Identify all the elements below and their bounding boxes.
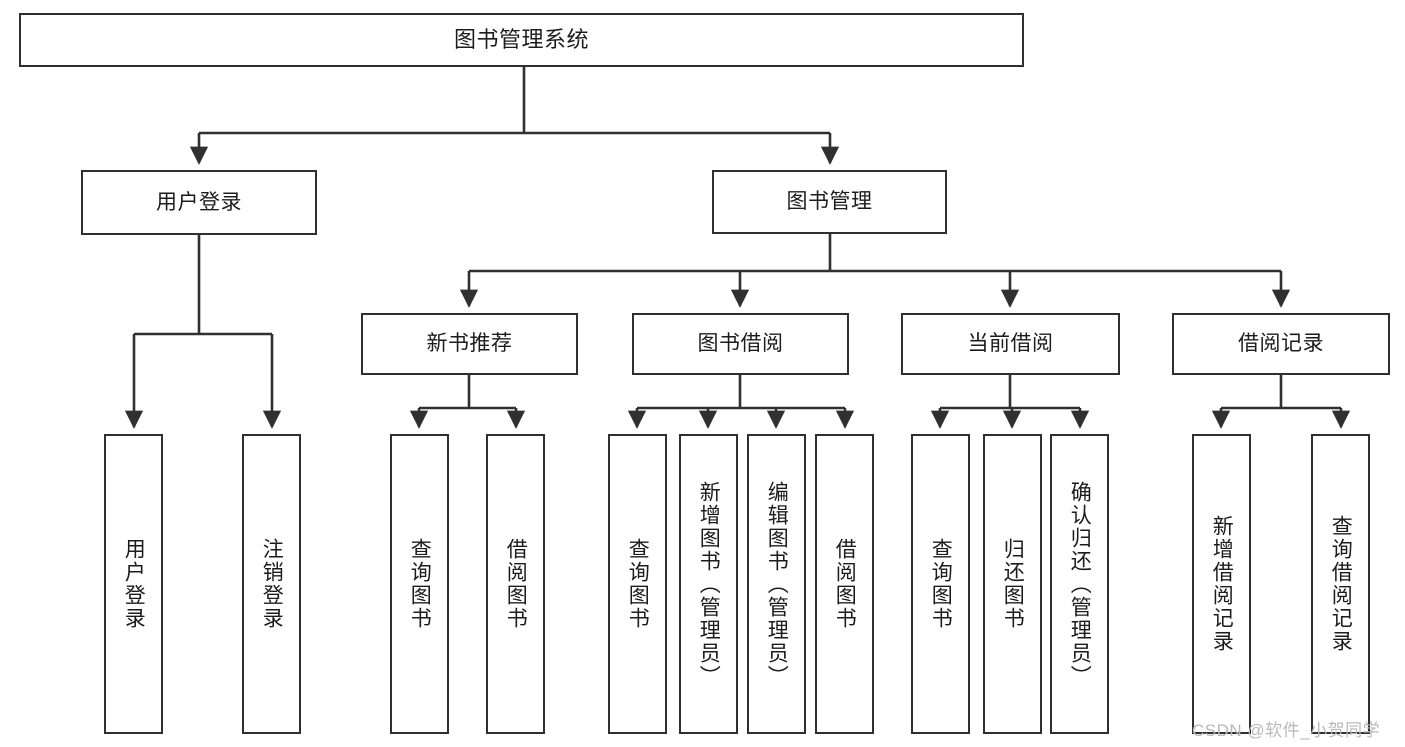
leaf-user-login[interactable]: 用户登录 — [104, 434, 163, 734]
leaf-query-book-recommend[interactable]: 查询图书 — [390, 434, 449, 734]
node-borrow-record[interactable]: 借阅记录 — [1172, 313, 1390, 375]
node-book-management-label: 图书管理 — [786, 190, 873, 214]
leaf-user-login-label: 用户登录 — [122, 538, 146, 630]
node-new-book-recommend-label: 新书推荐 — [426, 332, 513, 356]
leaf-edit-book[interactable]: 编辑图书（管理员） — [747, 434, 806, 734]
leaf-add-book[interactable]: 新增图书（管理员） — [679, 434, 738, 734]
node-book-management[interactable]: 图书管理 — [712, 170, 947, 234]
node-book-borrow-label: 图书借阅 — [697, 332, 784, 356]
leaf-query-borrow-record[interactable]: 查询借阅记录 — [1311, 434, 1370, 734]
leaf-add-book-label: 新增图书（管理员） — [697, 480, 721, 688]
leaf-borrow-book-recommend-label: 借阅图书 — [504, 538, 528, 630]
node-user-login[interactable]: 用户登录 — [81, 170, 317, 235]
node-root[interactable]: 图书管理系统 — [19, 13, 1024, 67]
leaf-confirm-return[interactable]: 确认归还（管理员） — [1050, 434, 1109, 734]
leaf-edit-book-label: 编辑图书（管理员） — [765, 480, 789, 688]
leaf-logout[interactable]: 注销登录 — [242, 434, 301, 734]
node-current-borrow-label: 当前借阅 — [967, 332, 1054, 356]
leaf-borrow-book-recommend[interactable]: 借阅图书 — [486, 434, 545, 734]
node-user-login-label: 用户登录 — [156, 190, 242, 214]
node-book-borrow[interactable]: 图书借阅 — [632, 313, 849, 375]
leaf-query-book-borrow-label: 查询图书 — [626, 538, 650, 630]
node-current-borrow[interactable]: 当前借阅 — [901, 313, 1120, 375]
leaf-query-book-borrow[interactable]: 查询图书 — [608, 434, 667, 734]
leaf-return-book[interactable]: 归还图书 — [983, 434, 1042, 734]
leaf-return-book-label: 归还图书 — [1001, 538, 1025, 630]
leaf-borrow-book[interactable]: 借阅图书 — [815, 434, 874, 734]
node-new-book-recommend[interactable]: 新书推荐 — [361, 313, 578, 375]
leaf-confirm-return-label: 确认归还（管理员） — [1068, 480, 1092, 688]
leaf-logout-label: 注销登录 — [260, 538, 284, 630]
leaf-query-book-recommend-label: 查询图书 — [408, 538, 432, 630]
watermark: CSDN @软件_小贺同学 — [1192, 721, 1381, 740]
leaf-borrow-book-label: 借阅图书 — [833, 538, 857, 630]
node-root-label: 图书管理系统 — [453, 26, 589, 52]
node-borrow-record-label: 借阅记录 — [1238, 332, 1324, 356]
leaf-add-borrow-record[interactable]: 新增借阅记录 — [1192, 434, 1251, 734]
leaf-query-borrow-record-label: 查询借阅记录 — [1329, 515, 1353, 653]
leaf-add-borrow-record-label: 新增借阅记录 — [1210, 515, 1234, 653]
leaf-query-book-current[interactable]: 查询图书 — [911, 434, 970, 734]
leaf-query-book-current-label: 查询图书 — [929, 538, 953, 630]
